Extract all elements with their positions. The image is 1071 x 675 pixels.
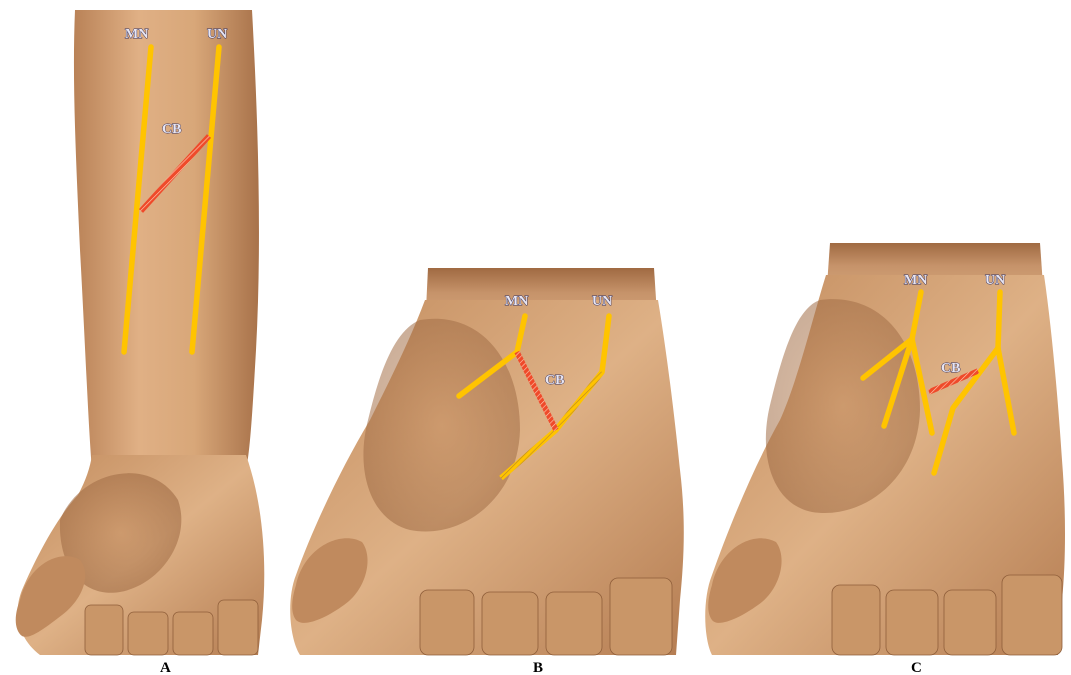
panel-a: MN UN CB A xyxy=(16,10,265,675)
panel-letter-a: A xyxy=(160,660,171,675)
forearm-a xyxy=(74,10,259,470)
label-un-a: UN xyxy=(207,27,227,42)
label-mn-c: MN xyxy=(904,273,927,288)
panel-b: MN UN CB B xyxy=(290,268,684,675)
label-mn-b: MN xyxy=(505,294,528,309)
label-un-c: UN xyxy=(985,273,1005,288)
panel-c: MN UN CB C xyxy=(705,243,1065,675)
label-cb-c: CB xyxy=(941,361,960,376)
label-cb-b: CB xyxy=(545,373,564,388)
panel-letter-b: B xyxy=(533,660,543,675)
label-mn-a: MN xyxy=(125,27,148,42)
panel-letter-c: C xyxy=(911,660,922,675)
label-cb-a: CB xyxy=(162,122,181,137)
label-un-b: UN xyxy=(592,294,612,309)
